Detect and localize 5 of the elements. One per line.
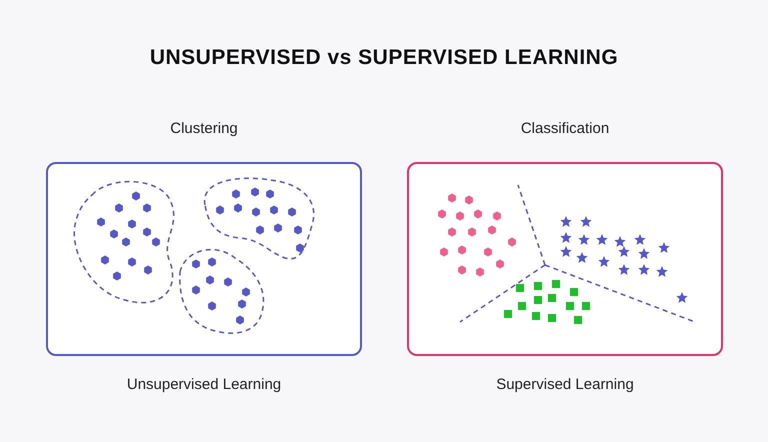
- panel-caption: Unsupervised Learning: [126, 376, 282, 393]
- panel-caption: Supervised Learning: [495, 376, 635, 393]
- title: UNSUPERVISED vs SUPERVISED LEARNING: [148, 46, 620, 70]
- section-heading: Classification: [520, 120, 610, 137]
- section-heading: Clustering: [169, 120, 239, 137]
